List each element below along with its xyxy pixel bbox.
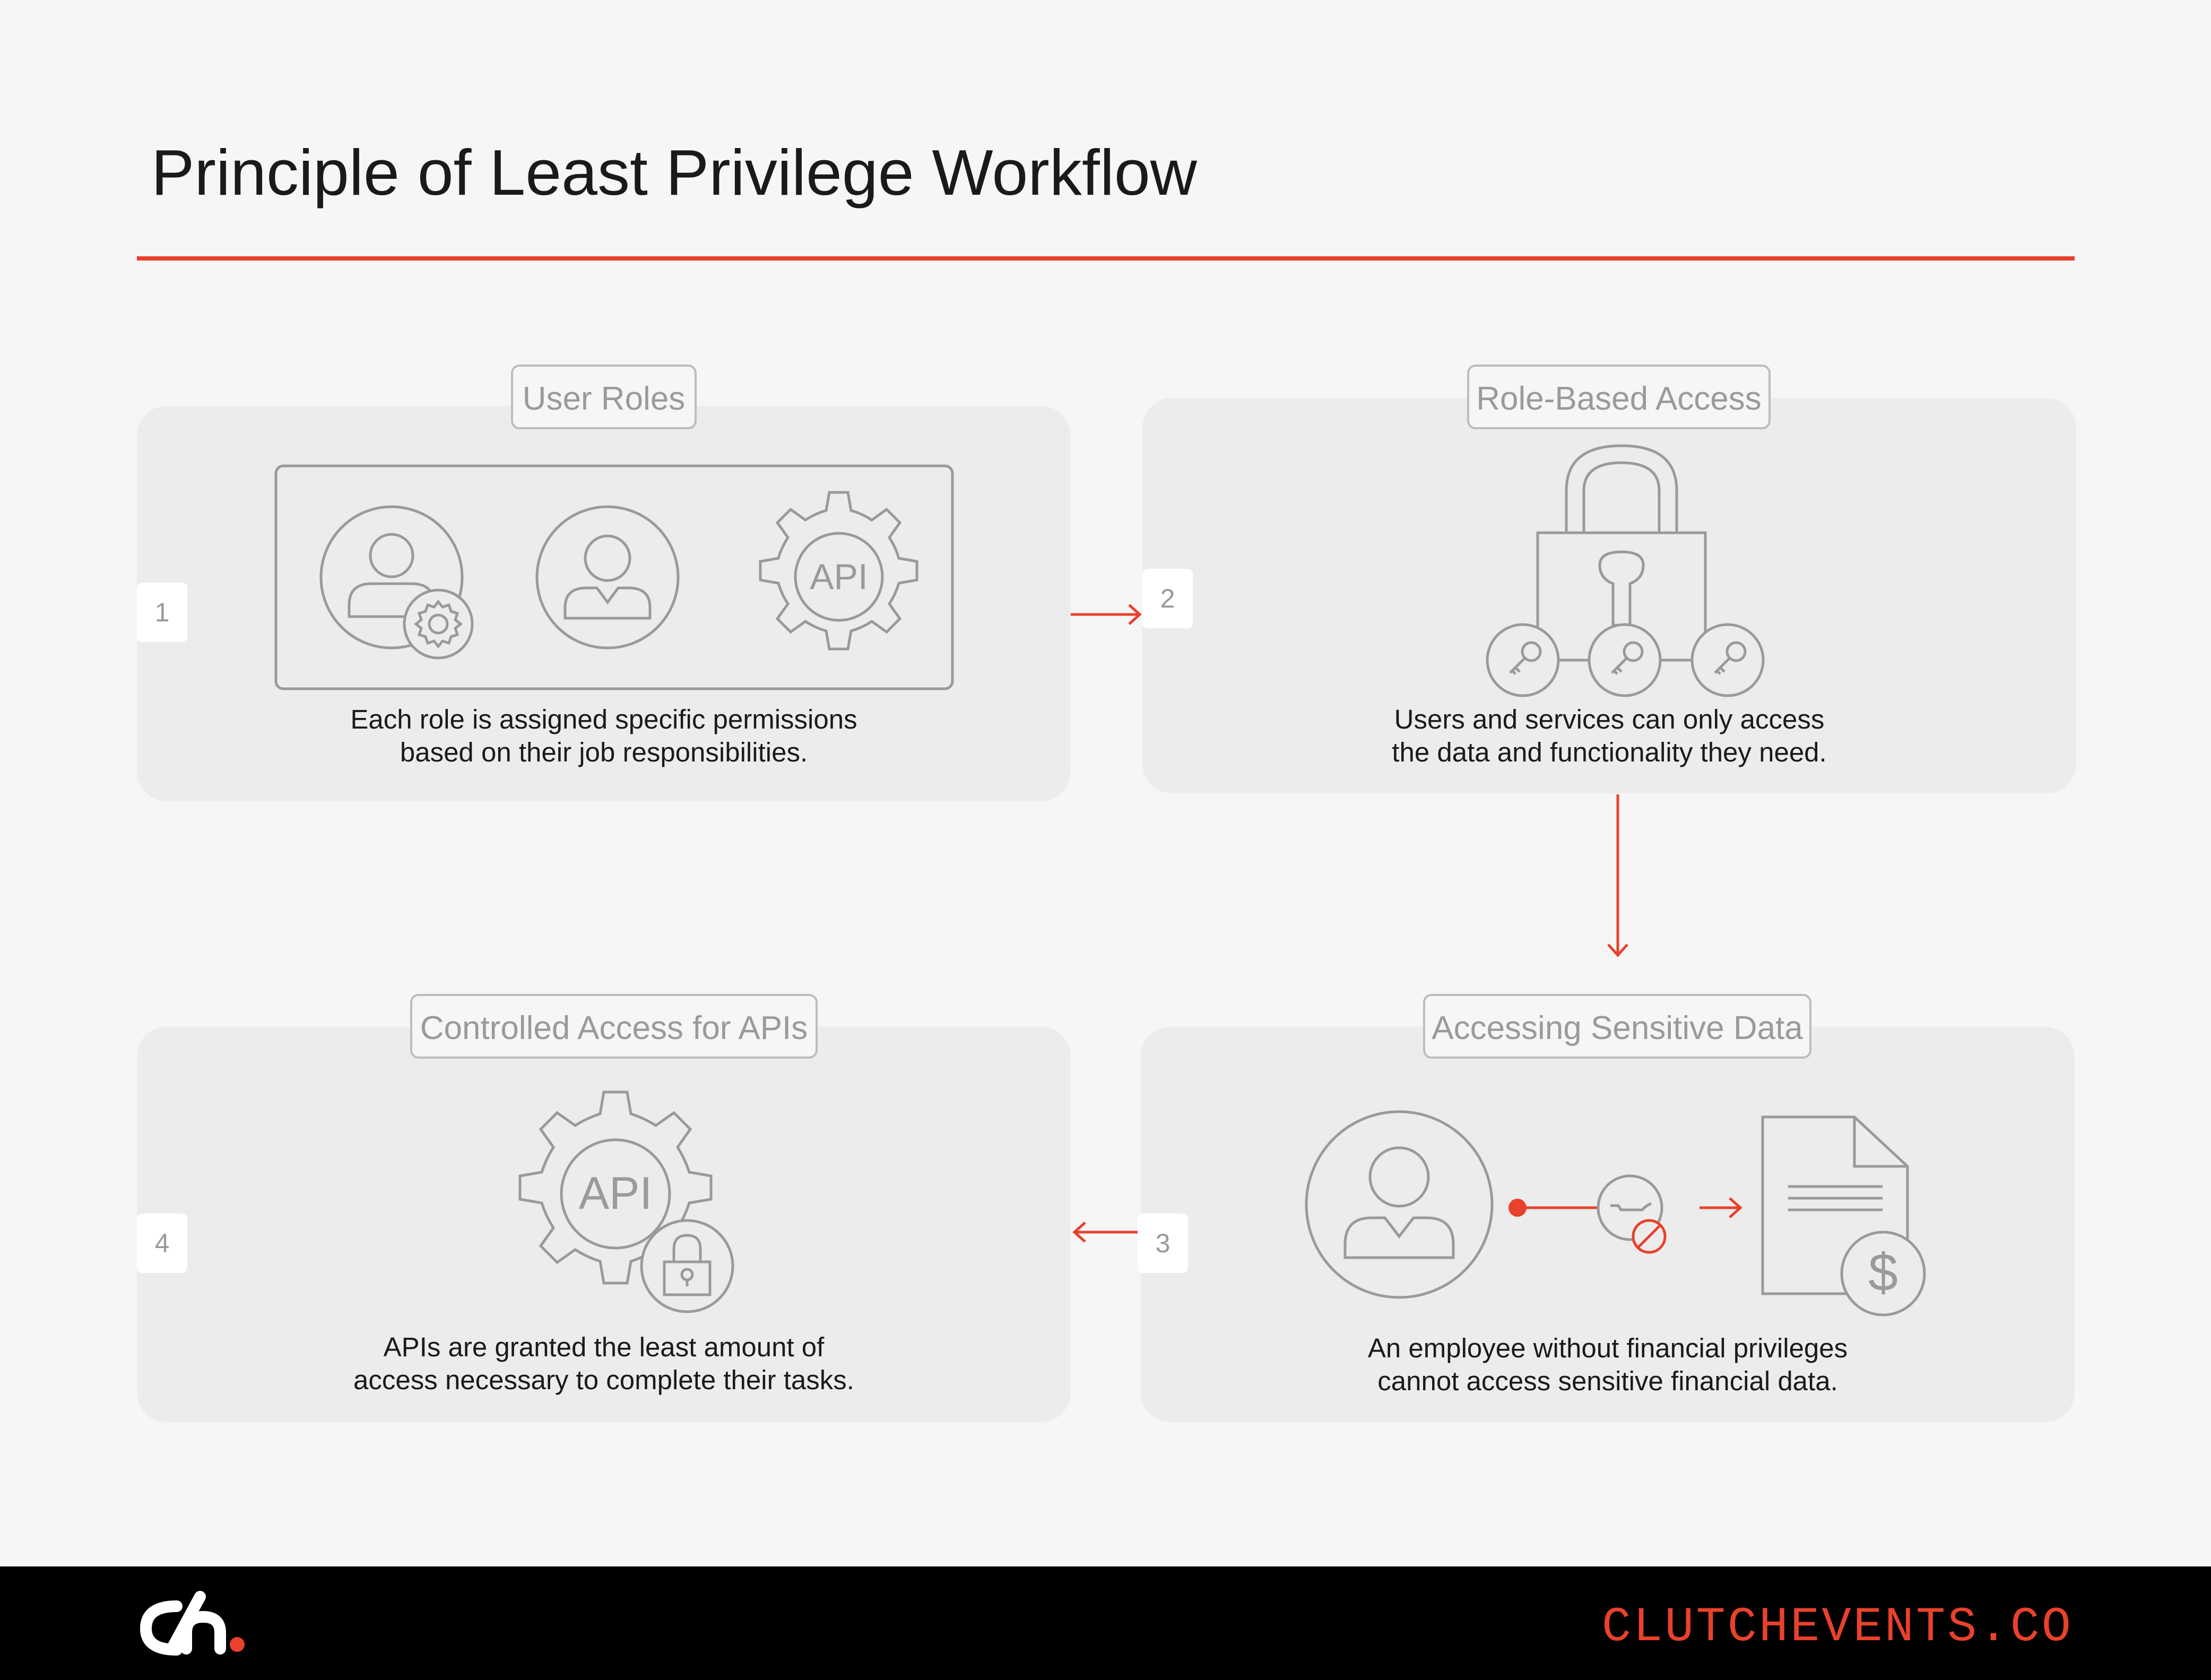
arrow-2-to-3 — [1607, 794, 1628, 957]
title-divider — [137, 256, 2075, 261]
blocked-hand-icon — [1597, 1174, 1667, 1254]
dollar-label: $ — [1868, 1243, 1898, 1302]
footer-url[interactable]: CLUTCHEVENTS.CO — [1601, 1599, 2073, 1655]
card-user-roles — [137, 406, 1071, 801]
step-description-4-line2: access necessary to complete their tasks… — [353, 1365, 854, 1395]
employee-user-icon — [1305, 1110, 1494, 1299]
step-number-3: 3 — [1138, 1214, 1188, 1273]
step-number-1: 1 — [137, 583, 187, 642]
user-gear-icon — [319, 505, 474, 660]
arrow-1-to-2 — [1071, 604, 1142, 625]
clutch-logo-icon — [140, 1591, 245, 1656]
page-title: Principle of Least Privilege Workflow — [151, 136, 1197, 209]
key-icon-1 — [1486, 623, 1560, 697]
step-number-2: 2 — [1142, 569, 1193, 628]
user-icon — [535, 505, 680, 650]
api-gear-lock-icon — [518, 1090, 734, 1313]
step-label-user-roles: User Roles — [511, 365, 697, 429]
step-description-3-line2: cannot access sensitive financial data. — [1377, 1366, 1838, 1396]
step-label-role-based-access: Role-Based Access — [1467, 365, 1771, 429]
step-description-3: An employee without financial privileges… — [1141, 1332, 2075, 1398]
footer-bar: CLUTCHEVENTS.CO — [0, 1566, 2211, 1680]
padlock-icon — [1536, 444, 1707, 662]
api-label: API — [810, 557, 868, 597]
api-label-2: API — [579, 1168, 653, 1219]
step-description-2: Users and services can only access the d… — [1142, 703, 2076, 769]
step-label-controlled-access-apis: Controlled Access for APIs — [410, 994, 818, 1059]
dollar-icon — [1840, 1231, 1926, 1317]
arrow-3-to-4 — [1072, 1222, 1141, 1243]
step-description-1: Each role is assigned specific permissio… — [137, 703, 1071, 769]
key-icon-3 — [1690, 623, 1765, 697]
step-description-4: APIs are granted the least amount of acc… — [137, 1331, 1071, 1397]
step-description-4-line1: APIs are granted the least amount of — [383, 1332, 825, 1362]
step-description-2-line2: the data and functionality they need. — [1392, 737, 1827, 767]
api-gear-icon — [759, 491, 918, 651]
roles-frame — [274, 464, 954, 690]
step-description-3-line1: An employee without financial privileges — [1367, 1333, 1848, 1363]
key-icon-2 — [1588, 623, 1662, 697]
step-description-2-line1: Users and services can only access — [1394, 704, 1825, 734]
step-description-1-line1: Each role is assigned specific permissio… — [350, 704, 857, 734]
step-description-1-line2: based on their job responsibilities. — [400, 737, 808, 767]
step-label-accessing-sensitive-data: Accessing Sensitive Data — [1423, 994, 1811, 1059]
document-icon — [1761, 1115, 1909, 1295]
step-number-4: 4 — [137, 1214, 187, 1273]
